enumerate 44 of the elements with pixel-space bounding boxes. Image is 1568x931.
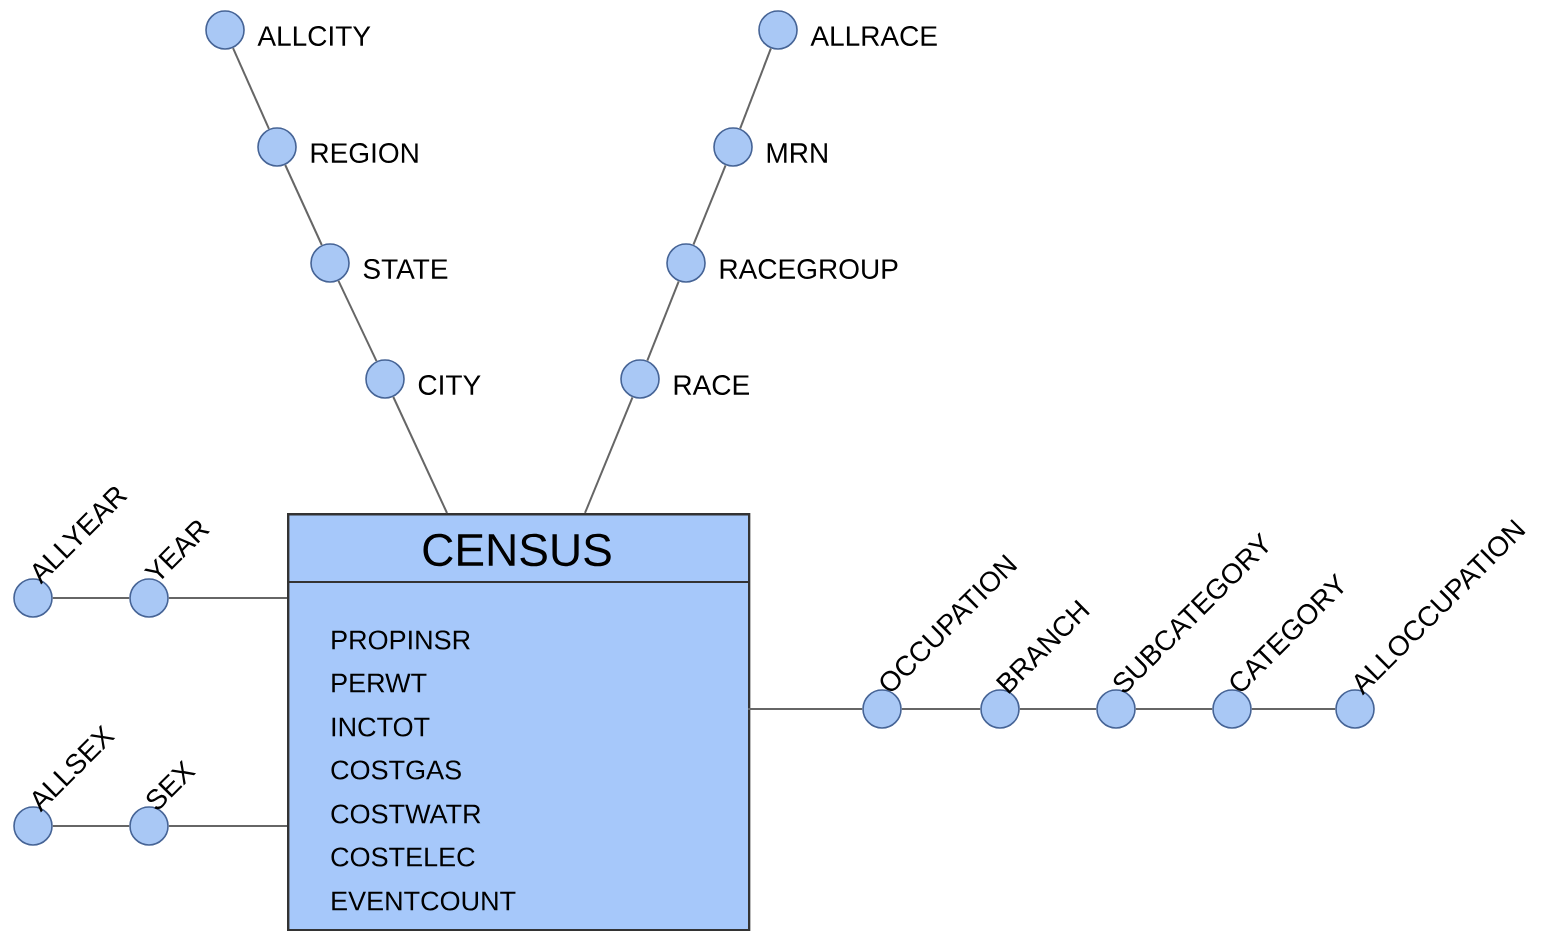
- level-label: STATE: [363, 259, 448, 279]
- dimension-circle: [310, 243, 350, 283]
- connector-line: [392, 395, 448, 514]
- connector-line: [900, 708, 982, 710]
- connector-line: [51, 825, 131, 827]
- table-box: [286, 513, 751, 931]
- level-label: MRN: [767, 143, 827, 163]
- dimension-circle: [129, 578, 169, 618]
- dimension-circle: [205, 10, 245, 50]
- connector-line: [739, 47, 772, 130]
- box-title: CENSUS: [423, 533, 611, 567]
- connector-line: [692, 164, 727, 246]
- connector-line: [337, 279, 378, 363]
- measure-name: PROPINSR: [332, 630, 470, 650]
- level-label: RACE: [674, 375, 749, 395]
- connector-line: [1250, 708, 1337, 710]
- measure-name: COSTGAS: [331, 760, 461, 780]
- level-label: CITY: [418, 375, 481, 395]
- connector-line: [1134, 708, 1214, 710]
- level-label: ALLRACE: [810, 26, 937, 46]
- measure-name: COSTELEC: [331, 847, 475, 867]
- dimension-circle: [257, 127, 297, 167]
- dimension-circle: [666, 243, 706, 283]
- level-label: RACEGROUP: [720, 259, 898, 279]
- connector-line: [747, 708, 864, 710]
- dimension-circle: [713, 127, 753, 167]
- connector-line: [284, 164, 323, 246]
- level-label: ALLCITY: [257, 26, 371, 46]
- dimension-circle: [365, 359, 405, 399]
- measure-name: INCTOT: [332, 717, 430, 737]
- dimension-circle: [620, 359, 660, 399]
- measure-name: COSTWATR: [331, 804, 481, 824]
- connector-line: [1018, 708, 1098, 710]
- connector-line: [167, 825, 288, 827]
- measure-name: PERWT: [332, 673, 427, 693]
- connector-line: [167, 597, 288, 599]
- connector-line: [584, 396, 634, 514]
- connector-line: [51, 597, 131, 599]
- measure-name: EVENTCOUNT: [332, 891, 516, 911]
- connector-line: [232, 47, 270, 130]
- dimension-circle: [862, 689, 902, 729]
- connector-line: [646, 280, 680, 362]
- level-label: REGION: [311, 143, 418, 163]
- dimension-circle: [758, 10, 798, 50]
